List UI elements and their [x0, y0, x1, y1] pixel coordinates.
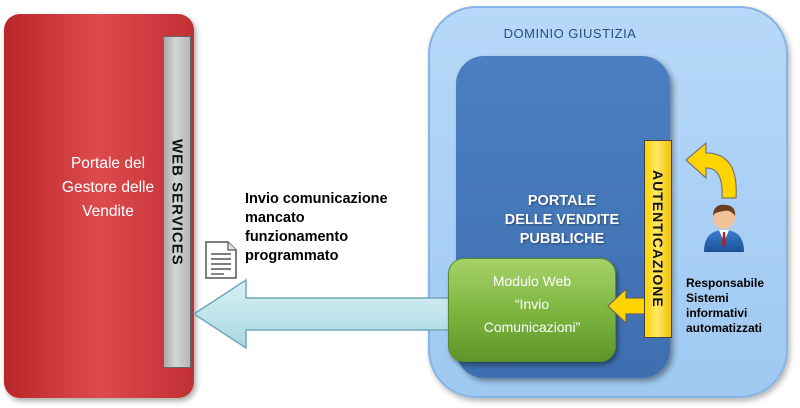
dominio-giustizia-label: DOMINIO GIUSTIZIA: [503, 26, 637, 41]
web-services-label: WEB SERVICES: [168, 138, 186, 266]
portale-vendite-label: PORTALE DELLE VENDITE PUBBLICHE: [504, 193, 620, 247]
curved-arrow-icon: [685, 141, 737, 199]
web-services-text-wrap: WEB SERVICES: [163, 36, 191, 368]
left-arrow-icon: [192, 278, 453, 350]
web-services-bar: [163, 36, 191, 368]
autenticazione-text-wrap: AUTENTICAZIONE: [644, 140, 672, 338]
gestore-portal-box: [4, 14, 194, 398]
autenticazione-bar: [644, 140, 672, 338]
user-icon: [704, 204, 744, 252]
modulo-web-label: Modulo Web “Invio Comunicazioni”: [483, 273, 581, 335]
gestore-portal-label: Portale del Gestore delle Vendite: [61, 155, 155, 220]
small-arrow-icon: [607, 287, 647, 325]
document-icon: [205, 241, 237, 279]
invio-comunicazione-label: Invio comunicazione mancato funzionament…: [245, 191, 388, 264]
responsabile-label: Responsabile Sistemi informativi automat…: [686, 276, 765, 335]
autenticazione-label: AUTENTICAZIONE: [650, 170, 666, 308]
